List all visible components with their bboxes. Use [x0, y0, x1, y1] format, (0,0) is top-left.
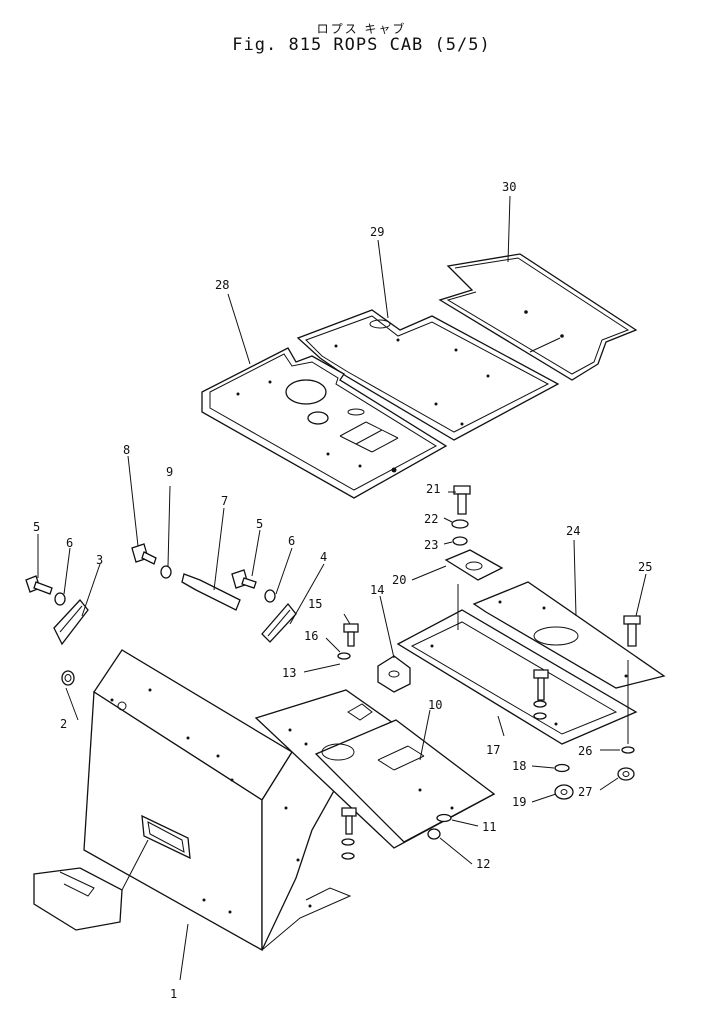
washer-22: [451, 519, 469, 529]
floor-plate-17: [396, 609, 638, 745]
bolt-15: [343, 623, 359, 647]
pin-7: [181, 573, 241, 611]
cab-lower-enclosure-1: [83, 649, 352, 952]
callout-16: 16: [304, 629, 318, 643]
bracket-3: [53, 599, 89, 646]
callout-3: 3: [96, 553, 103, 567]
callout-13: 13: [282, 666, 296, 680]
callout-18: 18: [512, 759, 526, 773]
callout-6-left: 6: [66, 536, 73, 550]
callout-27: 27: [578, 785, 592, 799]
bolt-mid-17: [533, 669, 549, 720]
callout-11: 11: [482, 820, 496, 834]
callout-22: 22: [424, 512, 438, 526]
callout-24: 24: [566, 524, 580, 538]
callout-9: 9: [166, 465, 173, 479]
callout-6-right: 6: [288, 534, 295, 548]
callout-23: 23: [424, 538, 438, 552]
callout-5-right: 5: [256, 517, 263, 531]
leader-lines: [37, 195, 647, 981]
callout-5-left: 5: [33, 520, 40, 534]
figure-title: Fig. 815 ROPS CAB (5/5): [232, 35, 491, 55]
washer-16: [337, 652, 351, 660]
nut-12: [427, 828, 441, 840]
floor-plate-29: [296, 309, 560, 441]
callout-28: 28: [215, 278, 229, 292]
callout-12: 12: [476, 857, 490, 871]
bolt-21: [453, 485, 471, 515]
bolt-lower-right: [341, 807, 357, 860]
nut-19: [554, 784, 574, 800]
figure-title-japanese: ロプス キャブ: [316, 22, 407, 36]
washer-9: [160, 565, 172, 579]
callout-30: 30: [502, 180, 516, 194]
callout-1: 1: [170, 987, 177, 1001]
callout-26: 26: [578, 744, 592, 758]
bolt-5-left: [25, 575, 53, 595]
cover-plate-24: [472, 581, 666, 689]
callout-10: 10: [428, 698, 442, 712]
callout-labels: 1 2 3 4 5 6 5 6 7 8 9 10 11 12 13 14 15 …: [33, 180, 652, 1001]
callout-21: 21: [426, 482, 440, 496]
callout-7: 7: [221, 494, 228, 508]
floor-mat-30: [438, 253, 638, 381]
callout-14: 14: [370, 583, 384, 597]
washer-6-right: [264, 589, 276, 603]
callout-29: 29: [370, 225, 384, 239]
callout-25: 25: [638, 560, 652, 574]
washer-26: [621, 746, 635, 754]
callout-8: 8: [123, 443, 130, 457]
bolt-25: [623, 615, 641, 647]
washer-23: [452, 536, 468, 546]
bracket-20: [444, 549, 504, 630]
callout-17: 17: [486, 743, 500, 757]
nut-2: [61, 670, 75, 686]
floor-plate-28: [201, 347, 448, 499]
callout-2: 2: [60, 717, 67, 731]
callout-20: 20: [392, 573, 406, 587]
washer-18: [554, 763, 570, 773]
washer-6-left: [54, 592, 66, 606]
access-cover: [33, 839, 149, 931]
floor-pan-10: [254, 689, 496, 849]
nut-27: [617, 767, 635, 781]
bolt-5-right: [231, 569, 257, 589]
callout-15: 15: [308, 597, 322, 611]
callout-4: 4: [320, 550, 327, 564]
bracket-14: [377, 655, 411, 693]
bolt-8: [131, 543, 157, 565]
callout-19: 19: [512, 795, 526, 809]
washer-11: [436, 813, 452, 823]
